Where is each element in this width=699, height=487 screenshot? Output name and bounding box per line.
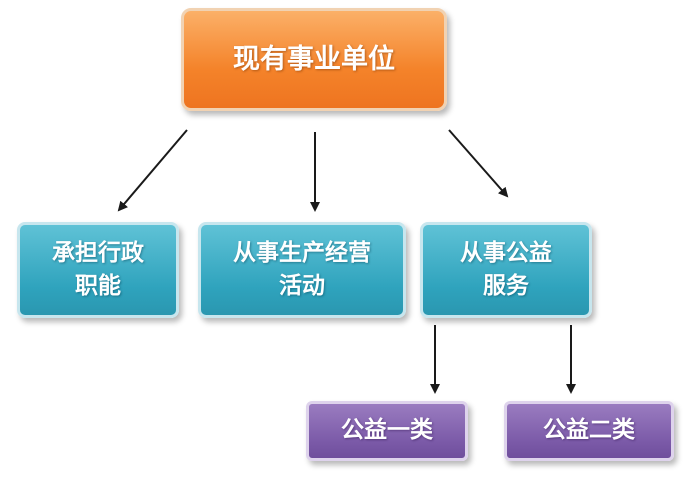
root-node: 现有事业单位 <box>181 8 447 111</box>
category-node-public-service: 从事公益 服务 <box>420 222 592 318</box>
category-node-business: 从事生产经营 活动 <box>198 222 406 318</box>
root-label: 现有事业单位 <box>233 43 395 75</box>
arrow-root-to-public <box>448 129 509 198</box>
category-label-line1: 从事生产经营 <box>233 239 371 266</box>
subcategory-label: 公益一类 <box>341 417 433 444</box>
category-label-line1: 从事公益 <box>460 239 552 266</box>
category-node-administrative: 承担行政 职能 <box>17 222 179 318</box>
subcategory-node-public-type2: 公益二类 <box>504 401 674 461</box>
category-label-line2: 服务 <box>483 273 529 299</box>
subcategory-node-public-type1: 公益一类 <box>306 401 468 461</box>
category-label-line2: 职能 <box>75 273 121 299</box>
arrow-root-to-admin <box>117 129 188 212</box>
category-label-line1: 承担行政 <box>52 239 144 266</box>
category-label-line2: 活动 <box>279 273 325 299</box>
subcategory-label: 公益二类 <box>543 417 635 444</box>
